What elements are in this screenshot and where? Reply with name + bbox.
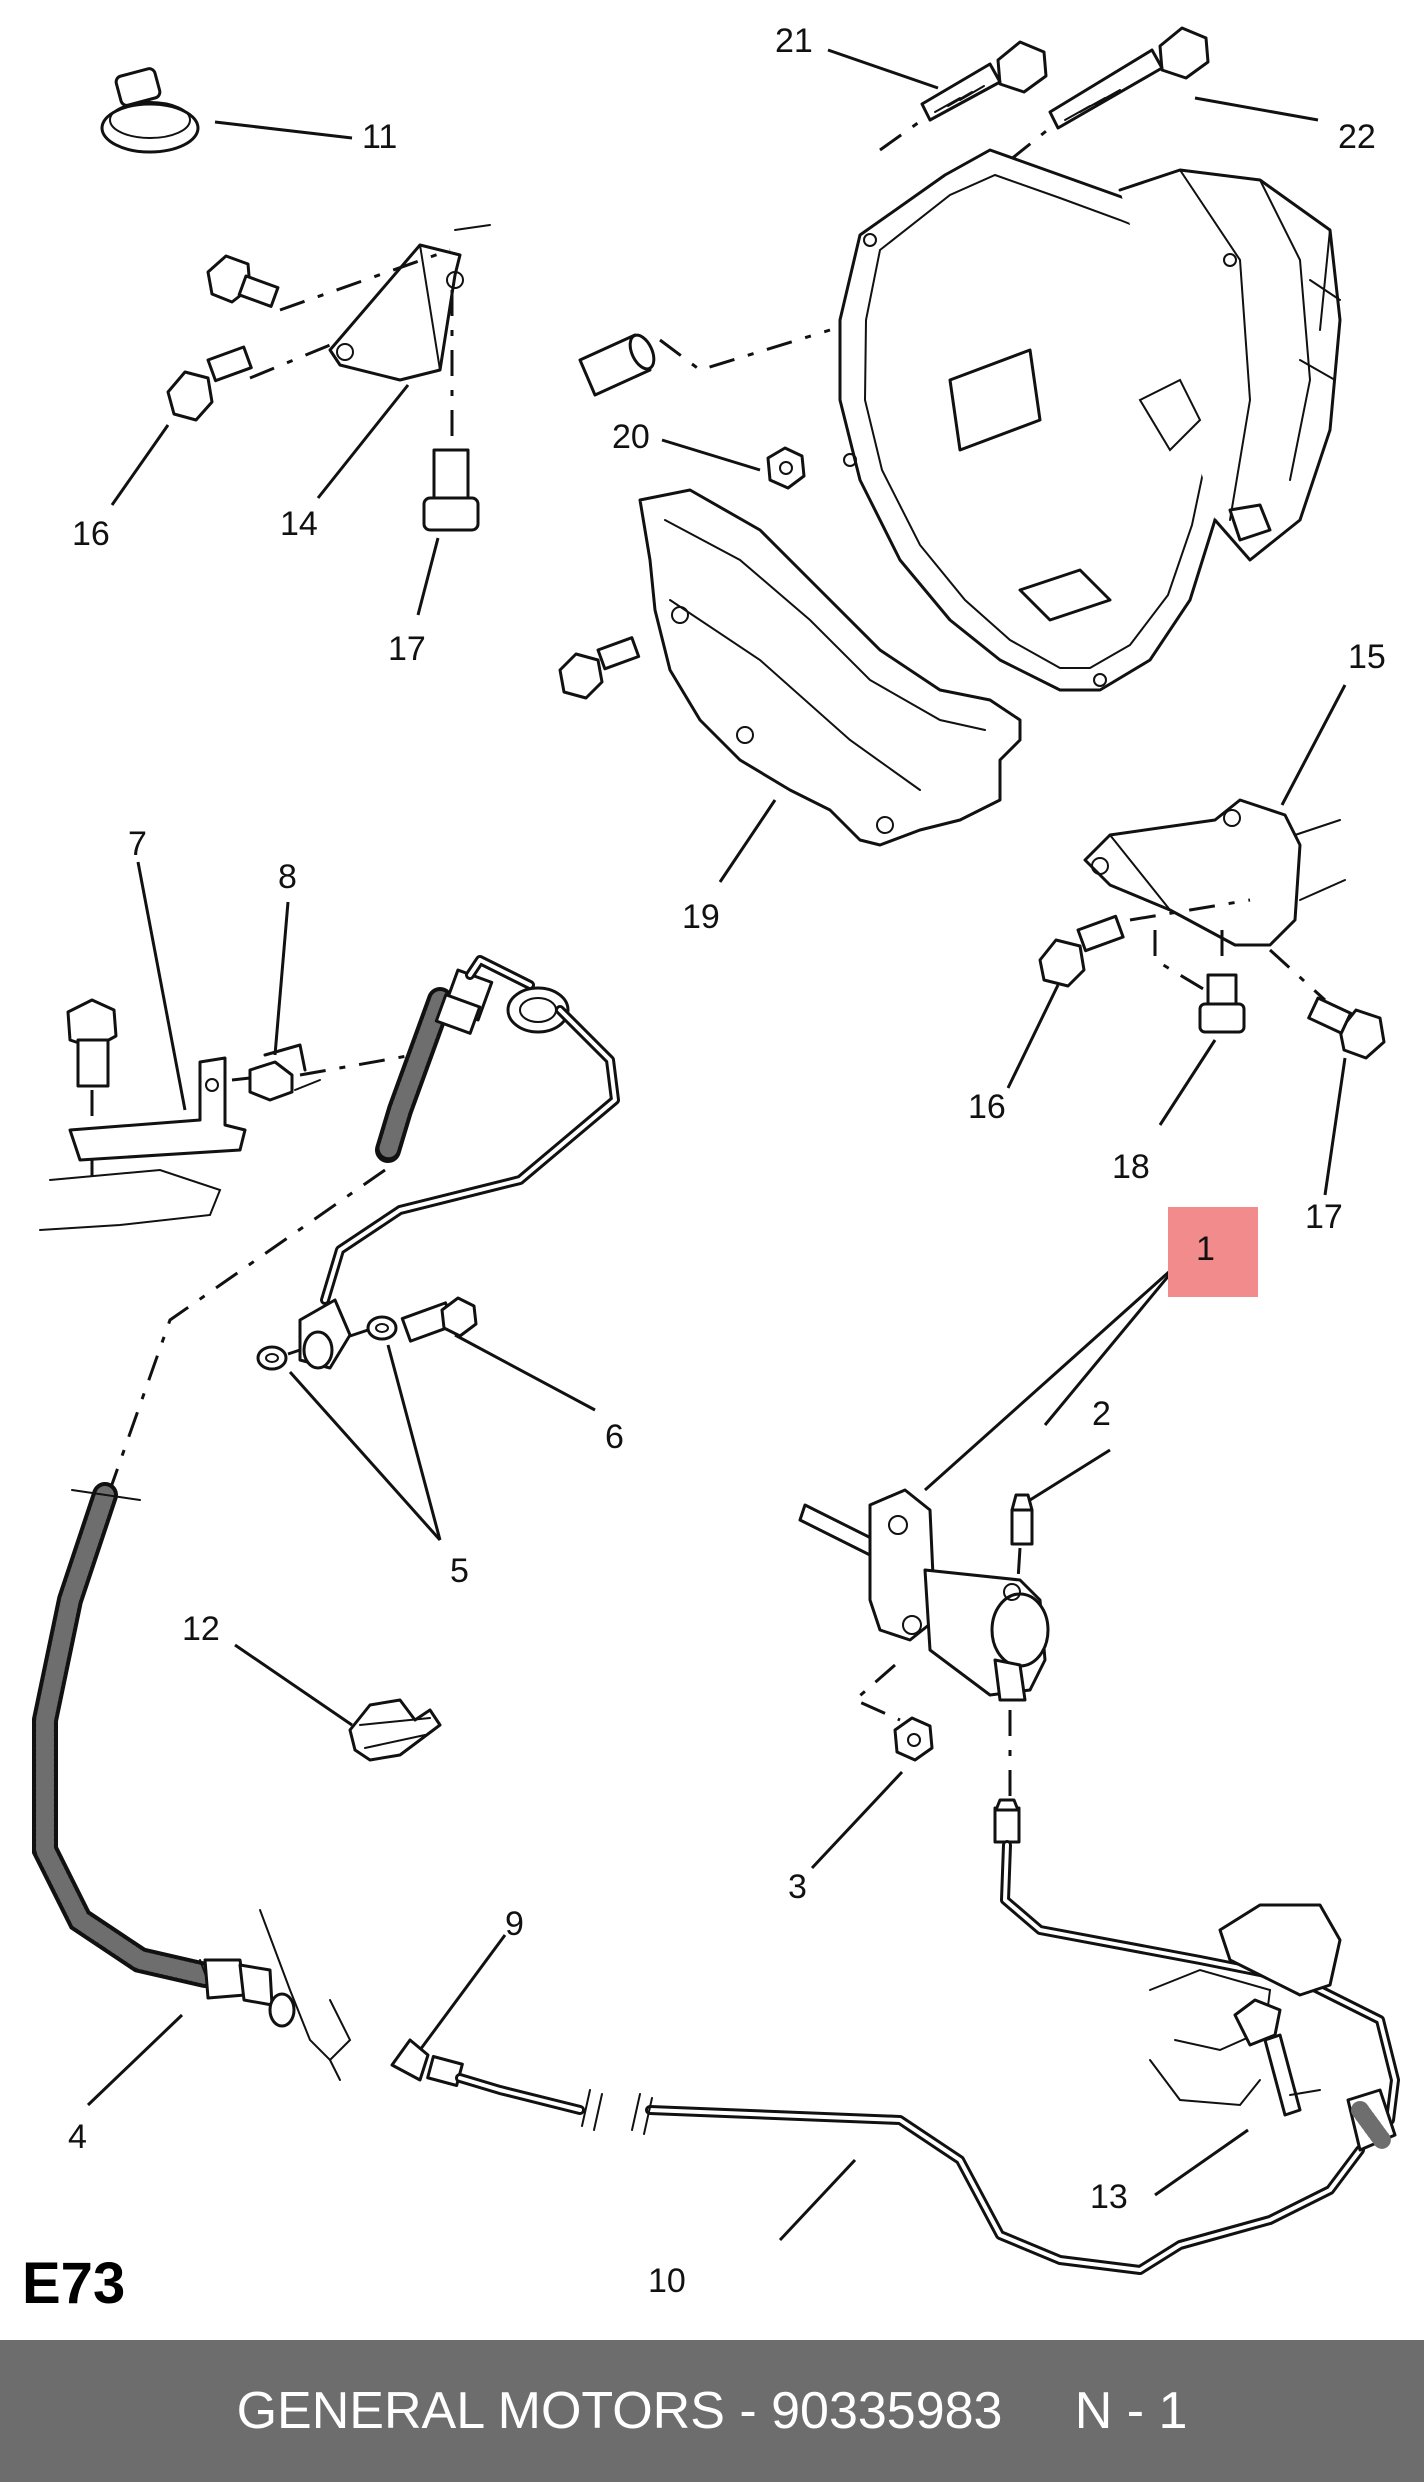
- grommet-hose: [506, 986, 570, 1034]
- callout-8: 8: [278, 858, 297, 896]
- nut-part-3: [893, 1716, 934, 1762]
- bolt-part-19-screw: [558, 636, 641, 700]
- callout-15: 15: [1348, 638, 1386, 676]
- bolt-part-16-right: [1038, 914, 1125, 988]
- callout-3: 3: [788, 1868, 807, 1906]
- callout-4: 4: [68, 2118, 87, 2156]
- hose-fitting-part-4: [203, 1958, 296, 2028]
- clip-part-8: [248, 1043, 321, 1102]
- bolt-part-7: [66, 998, 118, 1088]
- callout-18: 18: [1112, 1148, 1150, 1186]
- bolt-part-18: [1198, 973, 1246, 1034]
- nut-part-20: [766, 446, 806, 490]
- callout-14: 14: [280, 505, 318, 543]
- callout-1-highlight: [1168, 1207, 1258, 1297]
- clip-part-9: [390, 2038, 430, 2082]
- callout-13: 13: [1090, 2178, 1128, 2216]
- hose-coupling-right: [1346, 2088, 1397, 2152]
- footer-text: GENERAL MOTORS - 90335983 N - 1: [236, 2382, 1188, 2440]
- pipe-nut-upper: [993, 1798, 1021, 1844]
- bolt-part-6: [400, 1296, 478, 1343]
- callout-5: 5: [450, 1552, 469, 1590]
- callout-22: 22: [1338, 118, 1376, 156]
- banjo-fitting: [298, 1298, 352, 1370]
- hose-clamp-part-11: [100, 67, 200, 154]
- transmission-housing: [838, 148, 1342, 692]
- bracket-part-7: [39, 1056, 247, 1231]
- bolt-part-22: [1048, 26, 1210, 130]
- footer-bar: GENERAL MOTORS - 90335983 N - 1: [0, 2340, 1424, 2482]
- bracket-part-15: [1083, 798, 1302, 947]
- dowel-pin: [578, 333, 656, 397]
- callout-16-top: 16: [72, 515, 110, 553]
- bolt-top-bracket: [206, 254, 280, 308]
- callout-19: 19: [682, 898, 720, 936]
- leader-lines: [86, 48, 1347, 2242]
- bracket-part-13: [1149, 1903, 1342, 2117]
- callout-9: 9: [505, 1905, 524, 1943]
- hose-end-fitting: [434, 968, 494, 1035]
- bolt-part-21: [920, 40, 1048, 122]
- diagram-code: E73: [22, 2251, 126, 2316]
- callout-7: 7: [128, 825, 147, 863]
- washer-part-5-left: [256, 1345, 288, 1371]
- callout-17-top: 17: [388, 630, 426, 668]
- callout-10: 10: [648, 2262, 686, 2300]
- callout-11: 11: [362, 118, 397, 156]
- callout-2: 2: [1092, 1395, 1111, 1433]
- bleed-screw-part-2: [1010, 1493, 1034, 1546]
- callout-labels: 1 2 3 4 5 6 7 8 9 10 11 12 13 14 15 16 1…: [68, 22, 1386, 2300]
- callout-6: 6: [605, 1418, 624, 1456]
- bolt-part-16-top: [166, 345, 253, 422]
- callout-1: 1: [1196, 1230, 1215, 1268]
- bracket-part-14: [328, 243, 464, 382]
- callout-20: 20: [612, 418, 650, 456]
- callout-21: 21: [775, 22, 813, 60]
- cover-plate-part-19: [638, 488, 1022, 847]
- callout-16-right: 16: [968, 1088, 1006, 1126]
- callout-17-right: 17: [1305, 1198, 1343, 1236]
- parts-diagram: 1 2 3 4 5 6 7 8 9 10 11 12 13 14 15 16 1…: [32, 22, 1400, 2300]
- clip-part-12: [348, 1698, 442, 1762]
- callout-12: 12: [182, 1610, 220, 1648]
- bolt-part-17-right: [1307, 996, 1386, 1060]
- washer-part-5-right: [366, 1315, 398, 1341]
- bolt-part-17-top: [422, 448, 480, 532]
- slave-cylinder-part-1: [798, 1488, 1050, 1702]
